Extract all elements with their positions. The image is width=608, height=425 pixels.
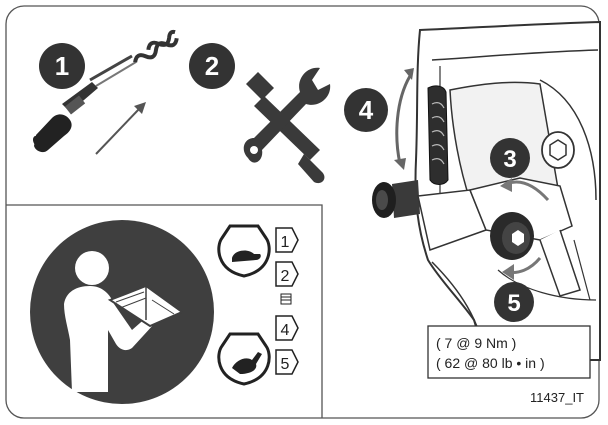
speed-item-1: 1 [275,227,299,253]
torque-spec-box: ( 7 @ 9 Nm ) ( 62 @ 80 lb • in ) [427,325,591,379]
svg-text:1: 1 [281,234,290,251]
manual-panel-border [6,204,323,418]
svg-text:4: 4 [281,322,290,339]
rabbit-fast-icon [217,332,271,386]
step-2-number: 2 [205,51,219,81]
torque-lbin: ( 62 @ 80 lb • in ) [436,355,545,371]
svg-text:5: 5 [281,356,290,373]
step-1-badge: 1 [39,43,85,89]
speed-sequence: 1 2 4 5 [275,227,299,375]
step-2-badge: 2 [189,43,235,89]
figure-code: 11437_IT [530,390,584,405]
ellipsis-icon [280,293,292,305]
step-5-number: 5 [507,290,520,317]
step-4-badge: 4 [344,88,388,132]
torque-nm: ( 7 @ 9 Nm ) [436,335,516,351]
speed-item-2: 2 [275,261,299,287]
turtle-slow-icon [217,224,271,278]
speed-item-5: 5 [275,349,299,375]
tools-icon [243,67,331,184]
allen-bolt-icon [541,131,575,169]
read-manual-icon [30,220,214,404]
step-3-badge: 3 [490,138,530,178]
speed-item-4: 4 [275,315,299,341]
step-5-badge: 5 [494,282,534,322]
step-4-number: 4 [359,95,374,125]
step-1-number: 1 [55,51,69,81]
svg-text:2: 2 [281,268,290,285]
direction-arrow [95,102,146,155]
step-3-number: 3 [503,146,516,173]
screwdriver-icon [33,29,179,153]
